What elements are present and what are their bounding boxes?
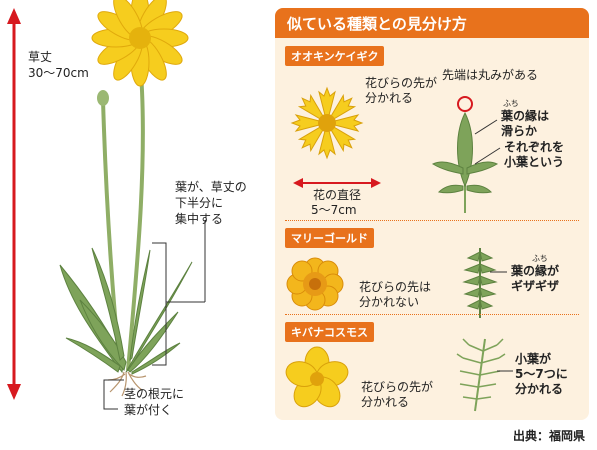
comparison-panel: 似ている種類との見分け方 オオキンケイギク bbox=[275, 8, 589, 420]
ookinkeigiku-tip-note: 先端は丸みがある bbox=[442, 68, 539, 82]
ookinkeigiku-leaflet-note-line2: 小葉という bbox=[504, 155, 565, 169]
source-credit: 出典：福岡県 bbox=[512, 429, 585, 443]
leaves-bracket bbox=[152, 220, 206, 366]
ookinkeigiku-flower-icon bbox=[290, 86, 364, 160]
marigold-petal-note-line1: 花びらの先は bbox=[359, 280, 432, 294]
ookinkeigiku-edge-note-line2: 滑らか bbox=[501, 124, 538, 138]
marigold-ruby: ふち bbox=[532, 254, 548, 263]
ookinkeigiku-diameter-label: 花の直径 bbox=[313, 188, 362, 202]
ookinkeigiku-leaf-icon bbox=[431, 96, 501, 213]
base-pointer bbox=[103, 379, 124, 410]
ookinkeigiku-petal-note-line2: 分かれる bbox=[365, 91, 414, 105]
divider-1 bbox=[285, 220, 579, 221]
marigold-edge-note-line1: 葉の縁が bbox=[511, 264, 560, 278]
ookinkeigiku-edge-note-line1: 葉の縁は bbox=[501, 109, 550, 123]
ookinkeigiku-leaflet-note-line1: それぞれを bbox=[504, 140, 565, 154]
species-tag-ookinkeigiku: オオキンケイギク bbox=[285, 46, 385, 66]
marigold-edge-note-line2: ギザギザ bbox=[511, 279, 560, 293]
base-note-line2: 葉が付く bbox=[124, 403, 173, 417]
species-tag-marigold: マリーゴールド bbox=[285, 228, 374, 248]
base-note-line1: 茎の根元に bbox=[124, 387, 185, 401]
marigold-petal-note-line2: 分かれない bbox=[359, 295, 420, 309]
species2-drawings bbox=[286, 248, 507, 318]
flower-bud bbox=[97, 90, 109, 106]
height-label: 草丈 bbox=[28, 50, 53, 64]
leaves-note-line2: 下半分に bbox=[175, 196, 224, 210]
height-value: 30〜70cm bbox=[28, 66, 89, 80]
kibanacosmos-leaf-icon bbox=[456, 338, 513, 412]
kibanacosmos-petal-note-line2: 分かれる bbox=[361, 395, 410, 409]
ookinkeigiku-ruby: ふち bbox=[503, 99, 519, 108]
ookinkeigiku-petal-note-line1: 花びらの先が bbox=[365, 76, 438, 90]
leaves-note-line3: 集中する bbox=[175, 212, 224, 226]
marigold-leaf-icon bbox=[462, 248, 507, 318]
divider-2 bbox=[285, 314, 579, 315]
kibanacosmos-leaflet-note-line1: 小葉が bbox=[515, 352, 552, 366]
leaves-note-line1: 葉が、草丈の bbox=[175, 180, 247, 194]
marigold-flower-icon bbox=[286, 257, 344, 311]
ookinkeigiku-diameter-value: 5〜7cm bbox=[311, 203, 357, 217]
kibanacosmos-leaflet-note-line3: 分かれる bbox=[515, 382, 564, 396]
panel-title: 似ている種類との見分け方 bbox=[287, 15, 467, 33]
kibanacosmos-leaflet-note-line2: 5〜7つに bbox=[515, 367, 568, 381]
height-arrow bbox=[7, 8, 21, 400]
plant-illustration bbox=[7, 0, 206, 410]
panel-header: 似ている種類との見分け方 bbox=[275, 8, 589, 38]
species3-drawings bbox=[285, 338, 513, 412]
flower-head bbox=[91, 0, 189, 87]
diameter-arrow bbox=[293, 178, 381, 188]
plant-leaves bbox=[59, 247, 193, 375]
kibanacosmos-flower-icon bbox=[285, 346, 349, 408]
kibanacosmos-petal-note-line1: 花びらの先が bbox=[361, 380, 434, 394]
species1-drawings bbox=[290, 86, 501, 213]
species-tag-kibanacosmos: キバナコスモス bbox=[285, 322, 374, 342]
